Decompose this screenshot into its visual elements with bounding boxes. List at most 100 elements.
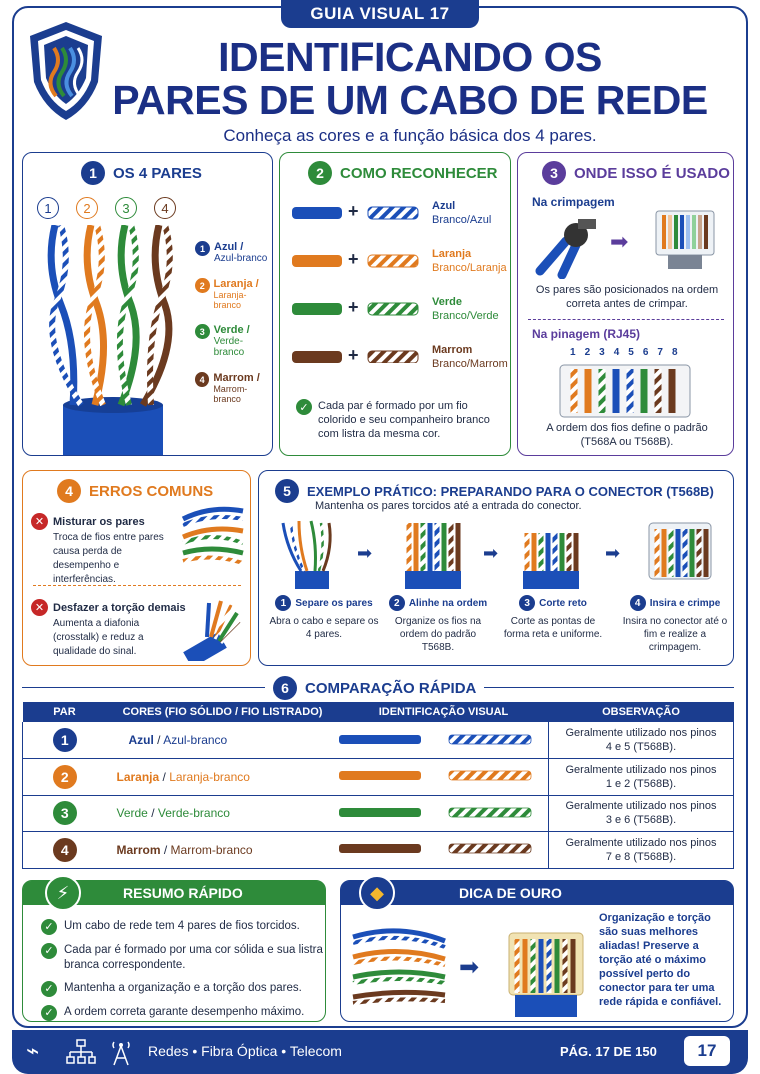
list-item: ✓ A ordem correta garante desempenho máxi… [41, 1005, 325, 1021]
row-1-number: 1 [52, 728, 77, 752]
row-4-observation: Geralmente utilizado nos pinos 7 e 8 (T5… [548, 831, 734, 869]
recognize-note: Cada par é formado por um fio colorido e… [318, 400, 490, 440]
recognize-sub-2: Branco/Laranja [432, 262, 507, 274]
section-6-number: 6 [273, 676, 297, 700]
summary-list: ✓ Um cabo de rede tem 4 pares de fios tor… [41, 919, 325, 1021]
step-1-number: 1 [275, 595, 292, 611]
table-header-row: PAR CORES (FIO SÓLIDO / FIO LISTRADO) ID… [22, 702, 734, 722]
steps-illustration: ➡ ➡ ➡ [281, 520, 712, 589]
section-5-header: 5 EXEMPLO PRÁTICO: PREPARANDO PARA O CON… [275, 479, 714, 503]
row-3-solid: Verde [116, 806, 148, 821]
footer-topics: Redes • Fibra Óptica • Telecom [148, 1043, 342, 1059]
recognize-sub-1: Branco/Azul [432, 214, 492, 226]
section-6-header: 6 COMPARAÇÃO RÁPIDA [265, 676, 485, 700]
pin-2: 2 [584, 347, 591, 358]
page-title: IDENTIFICANDO OS PARES DE UM CABO DE RED… [110, 36, 710, 122]
row-3-observation: Geralmente utilizado nos pinos 3 e 6 (T5… [548, 795, 734, 832]
row-3-sep: / [147, 806, 158, 821]
legend-item-3: 3 Verde /Verde-branco [195, 324, 272, 358]
summary-item-4: A ordem correta garante desempenho máxim… [64, 1006, 305, 1018]
step-4-title: Insira e crimpe [649, 597, 721, 609]
twisted-pairs-illustration [47, 225, 173, 455]
tip-text: Organização e torção são suas melhores a… [599, 912, 722, 1008]
check-icon: ✓ [41, 1005, 57, 1021]
row-1-sep: / [153, 733, 164, 747]
legend-num-4: 4 [195, 372, 210, 387]
page-indicator: PÁG. 17 DE 150 [560, 1044, 657, 1059]
plus-sign-2: + [348, 249, 359, 269]
summary-title: RESUMO RÁPIDO [123, 885, 243, 901]
step-1-illustration [281, 520, 332, 589]
row-3-striped: Verde-branco [157, 806, 230, 821]
legend-sub-4: Marrom-branco [213, 384, 248, 404]
check-icon: ✓ [296, 399, 312, 415]
row-1-visual [338, 734, 531, 744]
summary-item-2: Cada par é formado por uma cor sólida e … [64, 944, 323, 971]
arrow-right-icon: ➡ [610, 229, 629, 254]
summary-panel: ⚡ RESUMO RÁPIDO ✓Um cabo de rede tem 4 p… [22, 875, 326, 1022]
ring-3: 3 [115, 197, 137, 219]
section-2-header: 2 COMO RECONHECER [308, 161, 498, 185]
pin-title: Na pinagem (RJ45) [532, 327, 641, 341]
diamond-icon: ◆ [359, 875, 395, 911]
legend-item-2: 2 Laranja /Laranja-branco [195, 278, 272, 310]
footer: ⌁ Redes • Fibra Óptica • Telecom PÁG. 17… [12, 1030, 748, 1074]
plus-sign-3: + [348, 297, 359, 317]
rj45-pinout-icon [559, 364, 691, 418]
step-2-illustration [405, 523, 461, 589]
check-icon: ✓ [41, 981, 57, 997]
step-1-text: Abra o cabo e separe os 4 pares. [269, 616, 379, 640]
step-3-number: 3 [519, 595, 536, 611]
recognize-sub-3: Branco/Verde [432, 310, 499, 322]
solid-striped-wires-illustration [292, 206, 419, 363]
section-1-header: 1 OS 4 PARES [81, 161, 202, 185]
recognize-main-4: Marrom [432, 344, 473, 356]
section-2-number: 2 [308, 161, 332, 185]
summary-item-1: Um cabo de rede tem 4 pares de fios torc… [64, 920, 300, 932]
step-2-number: 2 [388, 595, 405, 611]
error-2-title: Desfazer a torção demais [53, 602, 186, 614]
row-2-observation: Geralmente utilizado nos pinos 1 e 2 (T5… [548, 758, 734, 796]
section-5-subtitle: Mantenha os pares torcidos até a entrada… [315, 500, 582, 512]
section-where-used: 3 ONDE ISSO É USADO Na crimpagem ➡ Os pa… [517, 152, 734, 456]
check-icon: ✓ [41, 919, 57, 935]
section-2-title: COMO RECONHECER [340, 164, 498, 182]
recognize-main-3: Verde [432, 296, 462, 308]
title-line-1: IDENTIFICANDO OS [218, 34, 602, 80]
pin-5: 5 [628, 347, 634, 358]
step-2-title: Alinhe na ordem [408, 597, 488, 609]
row-2-visual [338, 770, 531, 781]
section-3-number: 3 [542, 161, 566, 185]
ring-4: 4 [154, 197, 176, 219]
legend-main-1: Azul / [214, 241, 244, 253]
pin-4: 4 [613, 347, 620, 358]
row-2-solid: Laranja [116, 769, 160, 784]
legend-main-4: Marrom / [213, 372, 260, 384]
network-topology-icon [66, 1039, 96, 1064]
error-2-text: Aumenta a diafonia (crosstalk) e reduz a… [53, 618, 144, 657]
row-3-number: 3 [52, 801, 77, 826]
error-x-icon: ✕ [31, 599, 48, 616]
title-line-2: PARES DE UM CABO DE REDE [112, 77, 708, 123]
legend-item-4: 4 Marrom /Marrom-branco [195, 372, 272, 404]
page-subtitle: Conheça as cores e a função básica dos 4… [223, 126, 597, 145]
section-5-number: 5 [275, 479, 299, 503]
legend-main-2: Laranja / [213, 278, 259, 290]
row-4-visual [338, 843, 531, 854]
tip-illustration: ➡ [352, 928, 584, 1017]
legend-sub-3: Verde-branco [213, 336, 245, 358]
mixed-wires-icon [181, 506, 244, 565]
plus-sign-1: + [348, 201, 359, 221]
section-4-header: 4 ERROS COMUNS [57, 479, 213, 503]
error-1-text: Troca de fios entre pares causa perda de… [53, 532, 164, 585]
rj45-connector-icon [655, 210, 715, 269]
row-4-sep: / [160, 842, 171, 857]
header-observation: OBSERVAÇÃO [548, 702, 734, 722]
pin-text: A ordem dos fios define o padrão (T568A … [546, 422, 708, 448]
